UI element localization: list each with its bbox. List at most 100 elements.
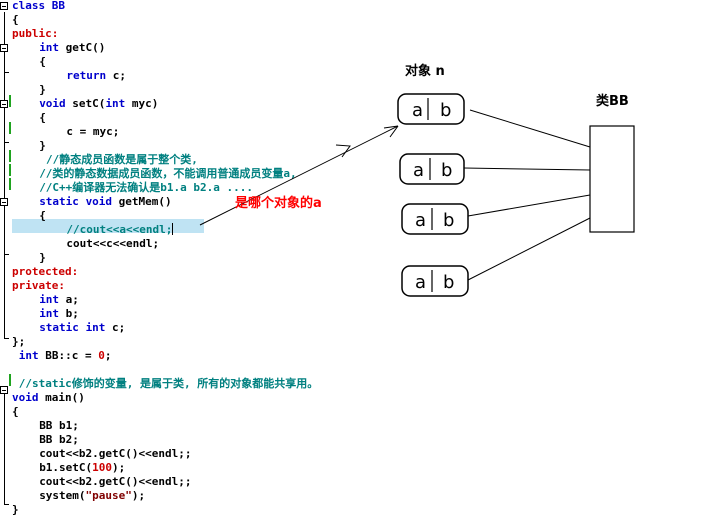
fold-line xyxy=(4,12,5,338)
code-line: int b; xyxy=(39,307,79,321)
code-token: BB b2; xyxy=(39,433,79,446)
code-token: system( xyxy=(39,489,86,502)
code-token: ); xyxy=(112,461,126,474)
code-token: }; xyxy=(12,335,26,348)
code-token: } xyxy=(39,251,46,264)
code-token: cout<<b2.getC()<<endl;; xyxy=(39,447,192,460)
code-line: int BB::c = 0; xyxy=(19,349,112,363)
code-line: { xyxy=(12,13,19,27)
code-line: private: xyxy=(12,279,65,293)
code-token: a; xyxy=(59,293,79,306)
code-token: { xyxy=(39,111,46,124)
code-line: c = myc; xyxy=(66,125,119,139)
code-token: c = myc; xyxy=(66,125,120,138)
code-token: static xyxy=(39,195,79,208)
code-token xyxy=(79,321,86,334)
text-cursor xyxy=(172,223,174,235)
code-token: } xyxy=(39,83,46,96)
code-line: cout<<b2.getC()<<endl;; xyxy=(39,475,191,489)
code-line: void setC(int myc) xyxy=(39,97,158,111)
member-b-label: b xyxy=(443,272,454,293)
code-token: int xyxy=(39,293,60,306)
code-token: protected: xyxy=(12,265,79,278)
code-line: return c; xyxy=(66,69,126,83)
code-token: BB::c = xyxy=(38,349,99,362)
code-line: }; xyxy=(12,335,25,349)
code-token: private: xyxy=(12,279,65,292)
question-note: 是哪个对象的a xyxy=(235,196,322,211)
code-line: { xyxy=(39,111,46,125)
code-token: { xyxy=(39,55,46,68)
change-marker xyxy=(9,95,11,107)
fold-end xyxy=(4,142,9,143)
code-line: { xyxy=(39,55,46,69)
member-b-label: b xyxy=(440,100,451,121)
code-line: //cout<<a<<endl; xyxy=(66,223,174,237)
fold-toggle-setc[interactable] xyxy=(0,100,8,108)
code-token: cout<<c<<endl; xyxy=(66,237,160,250)
code-line: class BB xyxy=(12,0,65,13)
code-token: "pause" xyxy=(85,489,132,502)
fold-toggle-main[interactable] xyxy=(0,386,8,394)
change-marker xyxy=(9,178,11,190)
code-line: int getC() xyxy=(39,41,105,55)
code-line: system("pause"); xyxy=(39,489,145,503)
class-label: 类BB xyxy=(596,94,629,109)
code-line: int a; xyxy=(39,293,79,307)
code-token: b; xyxy=(59,307,79,320)
fold-end xyxy=(4,254,9,255)
member-a-label: a xyxy=(413,160,424,181)
code-token: class BB xyxy=(12,0,65,12)
code-token: } xyxy=(39,139,46,152)
code-token: { xyxy=(39,209,46,222)
object-box-4: a b xyxy=(401,265,469,297)
editor-gutter xyxy=(0,0,11,518)
change-marker xyxy=(9,374,11,386)
fold-toggle-getc[interactable] xyxy=(0,44,8,52)
code-line: b1.setC(100); xyxy=(39,461,125,475)
member-b-label: b xyxy=(441,160,452,181)
member-a-label: a xyxy=(415,272,426,293)
code-line: //类的静态数据成员函数，不能调用普通成员变量a, xyxy=(39,167,297,181)
code-token: void xyxy=(39,97,66,110)
object-box-3: a b xyxy=(401,203,469,235)
code-token: 0 xyxy=(98,349,105,362)
member-a-label: a xyxy=(412,100,423,121)
code-token: getMem() xyxy=(112,195,172,208)
code-line: } xyxy=(12,503,19,517)
code-line: //static修饰的变量, 是属于类, 所有的对象都能共享用。 xyxy=(19,377,318,391)
code-token: { xyxy=(12,405,19,418)
code-token: } xyxy=(12,503,19,516)
code-line: { xyxy=(39,209,46,223)
code-token: int xyxy=(39,41,60,54)
code-token: cout<<b2.getC()<<endl;; xyxy=(39,475,192,488)
code-token: static xyxy=(39,321,79,334)
member-a-label: a xyxy=(415,210,426,231)
connector-line xyxy=(467,194,591,217)
code-token: c; xyxy=(106,69,127,82)
fold-toggle-class[interactable] xyxy=(0,2,8,10)
code-token: void xyxy=(12,391,39,404)
code-token: b1.setC( xyxy=(39,461,93,474)
code-token: int xyxy=(105,97,126,110)
code-token: return xyxy=(66,69,107,82)
fold-toggle-getmem[interactable] xyxy=(0,198,8,206)
code-token xyxy=(79,195,86,208)
connector-line xyxy=(469,109,591,148)
code-line: BB b2; xyxy=(39,433,79,447)
code-line: public: xyxy=(12,27,58,41)
connector-line xyxy=(467,217,591,281)
code-token: { xyxy=(12,13,19,26)
code-line: static int c; xyxy=(39,321,125,335)
fold-end xyxy=(4,338,9,339)
code-line: BB b1; xyxy=(39,419,79,433)
code-line: } xyxy=(39,251,46,265)
fold-end xyxy=(4,72,9,73)
code-line: //C++编译器无法确认是b1.a b2.a .... xyxy=(39,181,253,195)
arrow-head xyxy=(383,125,399,138)
code-line: } xyxy=(39,139,46,153)
code-token: public: xyxy=(12,27,59,40)
code-line: void main() xyxy=(12,391,85,405)
code-line: { xyxy=(12,405,19,419)
code-token: main() xyxy=(38,391,85,404)
